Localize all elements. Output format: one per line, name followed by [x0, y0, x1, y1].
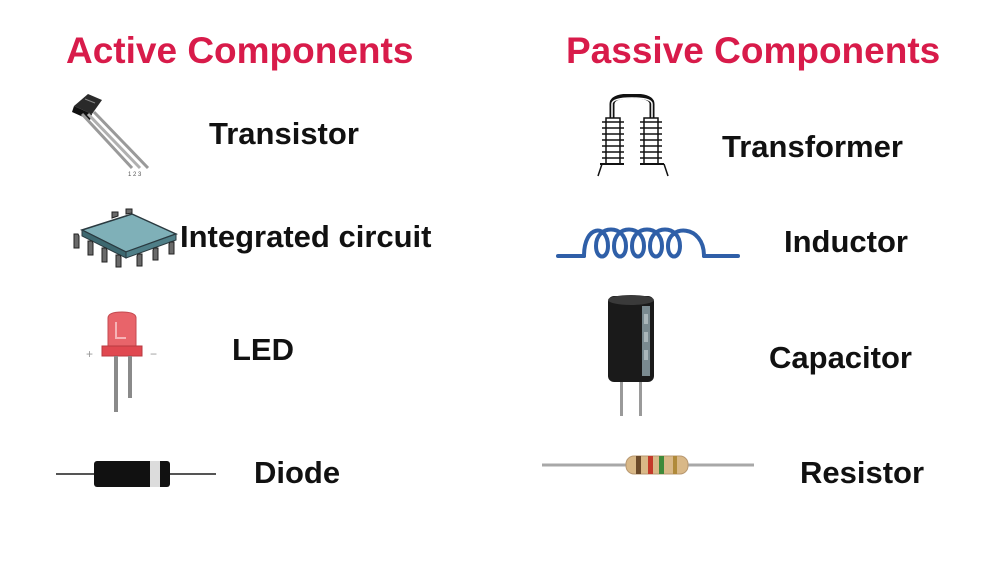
transformer-label: Transformer: [722, 129, 903, 164]
inductor-icon: [556, 227, 740, 259]
transistor-icon: 1 2 3: [72, 94, 150, 178]
svg-text:−: −: [150, 347, 157, 361]
resistor-icon: [542, 455, 754, 475]
inductor-label: Inductor: [784, 224, 908, 259]
diode-label: Diode: [254, 455, 341, 490]
svg-text:1 2 3: 1 2 3: [128, 172, 142, 178]
led-label: LED: [232, 332, 294, 367]
transistor-label: Transistor: [209, 116, 359, 151]
transformer-icon: [597, 94, 669, 177]
integrated-circuit-label: Integrated circuit: [180, 219, 432, 254]
active-components-heading: Active Components: [66, 30, 414, 71]
svg-text:+: +: [86, 347, 93, 361]
passive-components-heading: Passive Components: [566, 30, 941, 71]
capacitor-icon: [608, 295, 654, 416]
diode-icon: [56, 461, 216, 487]
capacitor-label: Capacitor: [769, 340, 912, 375]
led-icon: + −: [86, 311, 157, 412]
resistor-label: Resistor: [800, 455, 925, 490]
integrated-circuit-icon: [73, 208, 178, 268]
